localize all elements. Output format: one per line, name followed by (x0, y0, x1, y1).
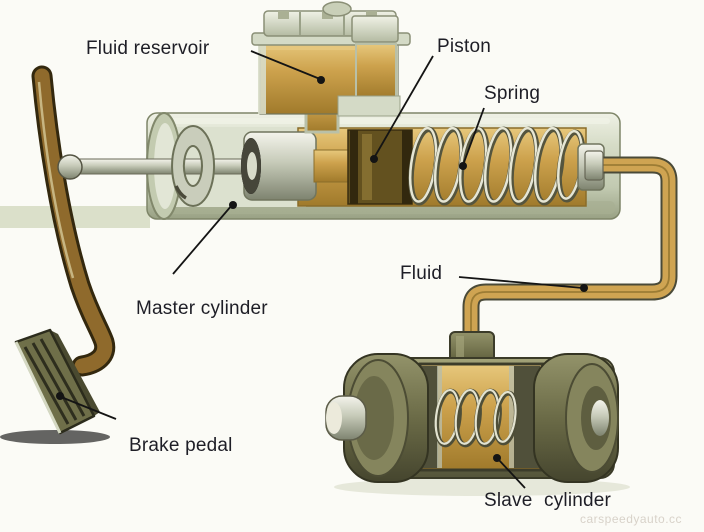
pushrod (65, 158, 257, 175)
fluid-reservoir-illustration (251, 1, 411, 134)
leader-dot (493, 454, 501, 462)
pipe-seam (470, 164, 670, 350)
leader-dot (459, 162, 467, 170)
pedal-shadow (0, 430, 110, 444)
leader-dot (580, 284, 588, 292)
pedal-pad-edge-highlight (14, 341, 62, 434)
leader-master-cylinder (172, 204, 233, 275)
label-master-cylinder: Master cylinder (136, 298, 268, 319)
label-spring: Spring (484, 83, 541, 104)
pipe-union-nut (584, 150, 604, 181)
leader-lines (56, 50, 588, 489)
label-fluid: Fluid (400, 263, 443, 284)
leader-spring (462, 107, 485, 166)
slave-left-stub-face (326, 402, 342, 434)
slave-shadow (334, 478, 630, 496)
cap-vent-nub (322, 1, 352, 17)
slave-spring-coils (434, 388, 519, 448)
leader-dot (317, 76, 325, 84)
slave-piston-right-edge (509, 366, 514, 468)
piston-seal-right (402, 130, 412, 204)
piston-seal-left (350, 130, 358, 204)
pedal-arm-highlight (37, 81, 75, 279)
pedal-arm (34, 68, 113, 374)
wall-band (0, 206, 150, 228)
slave-cylinder-illustration (325, 331, 619, 483)
leader-fluid-reservoir (250, 50, 321, 80)
pedal-pad-rib (31, 342, 78, 421)
slave-right-stub (591, 400, 609, 436)
reservoir-step (337, 95, 401, 117)
piston-illustration (241, 129, 413, 205)
reservoir-bolt (351, 15, 399, 43)
piston-link (313, 149, 351, 183)
pushrod-illustration (57, 125, 257, 207)
piston-sheen (362, 134, 372, 200)
pedal-pad-rib (23, 346, 70, 425)
slave-left-cap-ring (354, 376, 394, 460)
fluid-pipe-illustration (462, 150, 678, 350)
leader-piston (373, 55, 434, 159)
cap-notch (366, 11, 377, 19)
leader-slave-cylinder (497, 458, 526, 489)
reservoir-fluid-surface (260, 42, 398, 50)
pedal-pad-side (50, 330, 100, 416)
brake-pedal-illustration (14, 65, 116, 435)
watermark: carspeedyauto.cc (580, 512, 683, 526)
pushrod-tip (247, 152, 257, 180)
leader-fluid (458, 276, 584, 289)
washer-ring (171, 125, 216, 207)
master-spring-coils (408, 126, 586, 206)
label-brake-pedal: Brake pedal (129, 435, 233, 456)
label-fluid-reservoir: Fluid reservoir (86, 38, 210, 59)
reservoir-wall-left (258, 42, 266, 114)
slave-inlet-highlight (456, 336, 464, 374)
cap-notch (278, 11, 289, 19)
label-slave-cylinder: Slave cylinder (484, 490, 612, 511)
piston-body (347, 129, 413, 205)
leader-dot (370, 155, 378, 163)
leader-dot (56, 392, 64, 400)
cap-notch (322, 11, 333, 19)
pushrod-ball-joint (57, 154, 83, 180)
leader-dot (229, 201, 237, 209)
leader-brake-pedal (60, 396, 117, 420)
master-cylinder-top-highlight (155, 118, 610, 124)
label-piston: Piston (437, 36, 492, 57)
washer-shade (174, 185, 187, 200)
reservoir-outlet-chamber (355, 43, 397, 99)
